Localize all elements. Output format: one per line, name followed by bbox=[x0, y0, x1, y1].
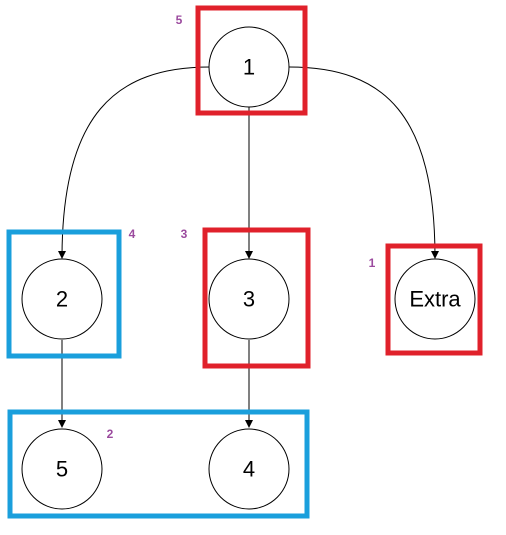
node-extra-label: Extra bbox=[409, 287, 461, 312]
edge-1-to-2 bbox=[58, 66, 211, 259]
box-bottom bbox=[7, 409, 310, 519]
node-5-label: 5 bbox=[56, 457, 68, 482]
node-5: 5 bbox=[21, 428, 103, 510]
box-middle-label: 3 bbox=[181, 227, 188, 241]
node-5-circle bbox=[21, 428, 103, 510]
node-1-circle bbox=[208, 26, 290, 108]
node-2: 2 bbox=[21, 258, 103, 340]
node-2-label: 2 bbox=[56, 287, 68, 312]
box-middle bbox=[202, 227, 311, 369]
node-3-label: 3 bbox=[243, 287, 255, 312]
node-2-circle bbox=[21, 258, 103, 340]
node-4-label: 4 bbox=[243, 457, 255, 482]
edge-1-to-extra bbox=[288, 66, 439, 259]
node-3: 3 bbox=[208, 258, 290, 340]
box-top bbox=[195, 5, 308, 116]
box-extra-label: 1 bbox=[369, 256, 376, 270]
box-left bbox=[6, 229, 122, 359]
node-1: 1 bbox=[208, 26, 290, 108]
box-bottom-label: 2 bbox=[107, 427, 114, 441]
node-extra-circle bbox=[394, 258, 476, 340]
node-4-circle bbox=[208, 428, 290, 510]
box-left-label: 4 bbox=[129, 227, 136, 241]
node-4: 4 bbox=[208, 428, 290, 510]
node-1-label: 1 bbox=[243, 55, 255, 80]
box-top-label: 5 bbox=[176, 13, 183, 27]
box-extra bbox=[385, 243, 483, 356]
node-extra: Extra bbox=[394, 258, 476, 340]
node-3-circle bbox=[208, 258, 290, 340]
